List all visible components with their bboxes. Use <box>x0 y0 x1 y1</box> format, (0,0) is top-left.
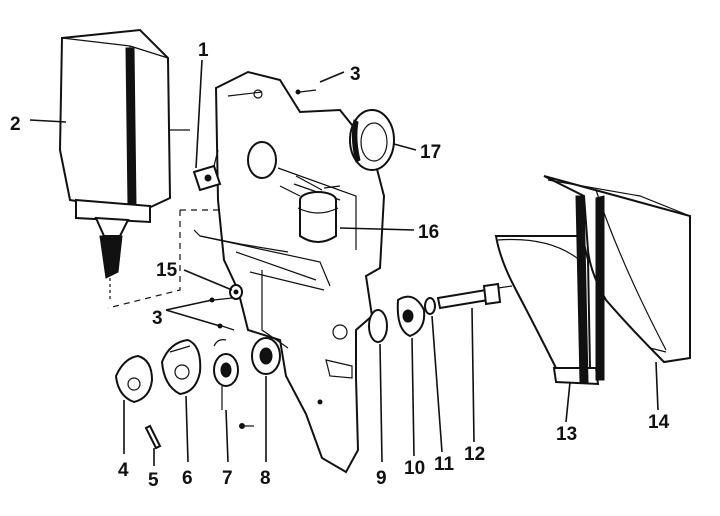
part-4-cam <box>114 354 154 404</box>
label-4: 4 <box>118 460 129 481</box>
label-10: 10 <box>404 458 425 479</box>
part-11-washer <box>424 297 436 315</box>
label-2: 2 <box>10 114 21 135</box>
label-1: 1 <box>198 40 209 61</box>
label-11: 11 <box>434 454 455 475</box>
label-13: 13 <box>556 424 577 445</box>
part-12-shaft <box>436 282 513 310</box>
label-14: 14 <box>648 412 670 433</box>
part-10-bushing <box>396 295 426 338</box>
label-7: 7 <box>222 468 233 489</box>
label-17: 17 <box>420 142 441 163</box>
part-1-bracket <box>192 149 222 192</box>
part-3-screws <box>209 89 317 429</box>
part-14-back-cover <box>543 175 691 381</box>
label-9: 9 <box>376 468 387 489</box>
label-5: 5 <box>148 470 159 491</box>
label-12: 12 <box>464 444 485 465</box>
part-13-reflector <box>494 195 600 386</box>
label-8: 8 <box>260 468 271 489</box>
label-3-top: 3 <box>350 64 361 85</box>
part-number-labels: 1 2 3 3 4 5 6 7 8 9 10 11 12 13 14 15 16… <box>10 40 670 491</box>
round-disc <box>247 141 277 179</box>
part-17-ring <box>349 109 395 171</box>
label-16: 16 <box>418 222 439 243</box>
part-7-gear <box>213 339 239 410</box>
part-8-wheel <box>251 337 281 375</box>
label-3-left: 3 <box>152 308 163 329</box>
part-16-motor <box>279 175 341 243</box>
label-6: 6 <box>182 468 193 489</box>
leader-lines <box>29 59 659 466</box>
part-9-o-ring <box>368 309 388 343</box>
label-15: 15 <box>156 260 178 281</box>
part-2-lamp-housing <box>58 28 190 300</box>
part-6-cam-plate <box>160 338 202 396</box>
part-15-washer <box>229 284 243 300</box>
part-5-pin <box>144 424 162 450</box>
